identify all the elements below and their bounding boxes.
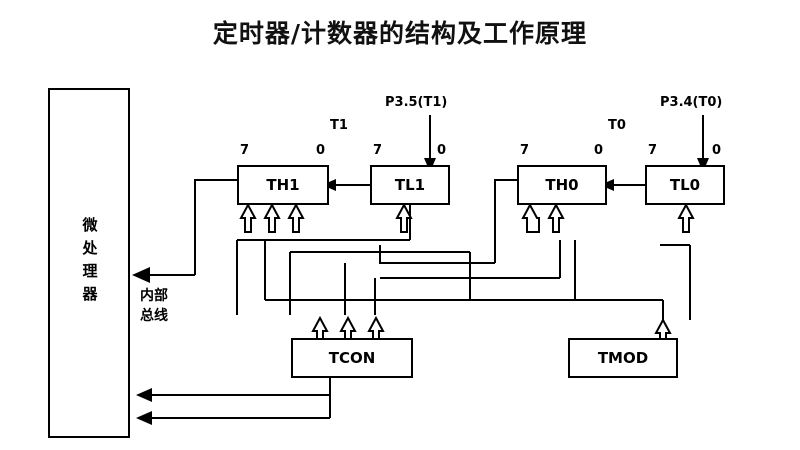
block-th1-label: TH1	[266, 176, 300, 194]
th0-bit-high: 7	[520, 143, 530, 158]
label-p35-t1: P3.5(T1)	[385, 95, 448, 110]
block-tl1-label: TL1	[394, 176, 426, 194]
th1-bit-high: 7	[240, 143, 250, 158]
label-p34-t0: P3.4(T0)	[660, 95, 723, 110]
block-tcon: TCON	[291, 338, 413, 378]
label-internal-bus-line2: 总线	[140, 308, 168, 324]
tl1-bit-low: 0	[437, 143, 447, 158]
th1-bit-low: 0	[316, 143, 326, 158]
block-tl0-label: TL0	[669, 176, 701, 194]
block-th0-label: TH0	[545, 176, 579, 194]
block-th1: TH1	[237, 165, 329, 205]
th0-bit-low: 0	[594, 143, 604, 158]
label-t1: T1	[330, 118, 348, 133]
tl0-bit-high: 7	[648, 143, 658, 158]
block-tcon-label: TCON	[328, 349, 376, 367]
block-microprocessor: 微处理器	[48, 88, 130, 438]
block-tmod: TMOD	[568, 338, 678, 378]
block-tl1: TL1	[370, 165, 450, 205]
block-microprocessor-label: 微处理器	[80, 217, 99, 309]
page-title: 定时器/计数器的结构及工作原理	[212, 19, 588, 48]
block-tmod-label: TMOD	[597, 349, 649, 367]
tl1-bit-high: 7	[373, 143, 383, 158]
block-th0: TH0	[517, 165, 607, 205]
label-internal-bus-line1: 内部	[140, 288, 168, 304]
label-t0: T0	[608, 118, 626, 133]
block-tl0: TL0	[645, 165, 725, 205]
tl0-bit-low: 0	[712, 143, 722, 158]
